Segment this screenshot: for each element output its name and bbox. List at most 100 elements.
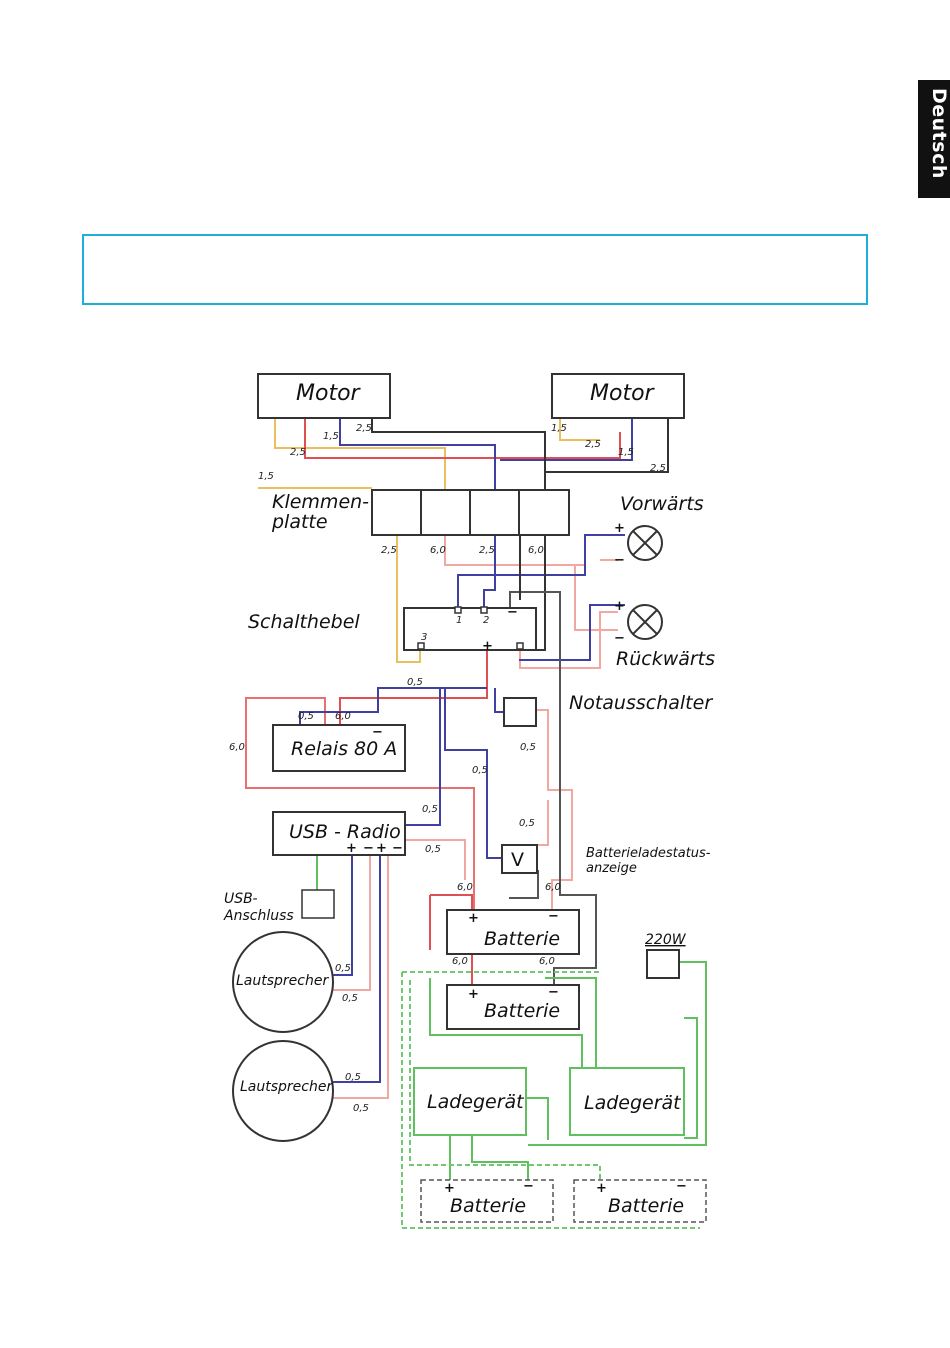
- wire-yellow-3: [396, 535, 421, 663]
- battery-3-label: Batterie: [450, 1195, 526, 1217]
- motor-left-label: Motor: [296, 381, 362, 406]
- wire-yellow-4: [559, 418, 600, 441]
- gauge-label: 1,5: [323, 431, 339, 442]
- battery-3-minus: −: [523, 1179, 534, 1194]
- lever-pin-1: 1: [456, 615, 462, 626]
- radio-plus-2: +: [376, 841, 387, 856]
- lamp-reverse-plus: +: [614, 599, 625, 614]
- wire-blue-9: [494, 688, 505, 713]
- battery-1-minus: −: [548, 909, 559, 924]
- speaker-1-label: Lautsprecher: [236, 973, 329, 989]
- radio-minus-1: −: [363, 841, 374, 856]
- header-box: [82, 234, 868, 305]
- speaker-1: Lautsprecher: [232, 931, 334, 1033]
- wire-green-3: [545, 977, 597, 1068]
- charger-1-label: Ladegerät: [427, 1091, 525, 1113]
- wire-pink-9: [519, 611, 618, 669]
- gauge-label: 0,5: [520, 742, 536, 753]
- battery-indicator: V Batterieladestatus- anzeige: [501, 844, 711, 876]
- wire-pink-8: [538, 800, 549, 846]
- wire-pink-6: [330, 850, 371, 991]
- gauge-label: 2,5: [585, 439, 601, 450]
- power-220w: 220W: [645, 932, 687, 979]
- gauge-label: 2,5: [381, 545, 397, 556]
- wire-blue-8: [444, 688, 502, 859]
- emergency-switch-label: Notausschalter: [569, 692, 713, 714]
- gauge-label: 0,5: [425, 844, 441, 855]
- gauge-label: 2,5: [356, 423, 372, 434]
- wire-green-2: [429, 978, 583, 1068]
- battery-1: Batterie + −: [446, 909, 580, 955]
- charger-2: Ladegerät: [569, 1067, 685, 1136]
- power-220w-label: 220W: [645, 932, 687, 948]
- lamp-forward-plus: +: [614, 521, 625, 536]
- battery-1-label: Batterie: [484, 928, 560, 950]
- gauge-label: 6,0: [452, 956, 468, 967]
- relay-label: Relais 80 A: [291, 738, 397, 760]
- gauge-label: 6,0: [528, 545, 544, 556]
- gauge-label: 6,0: [545, 882, 561, 893]
- emergency-switch: Notausschalter: [503, 692, 713, 727]
- gauge-label: 0,5: [342, 993, 358, 1004]
- relay: Relais 80 A −: [272, 724, 406, 772]
- wire-green-8: [526, 1097, 549, 1140]
- battery-1-plus: +: [468, 911, 479, 926]
- lamp-reverse-minus: −: [614, 631, 625, 646]
- gauge-label: 1,5: [258, 471, 274, 482]
- motor-right: Motor: [551, 373, 685, 419]
- terminal-block-label-2: platte: [271, 511, 328, 533]
- wire-blue-5: [519, 604, 625, 661]
- gauge-label: 1,5: [618, 447, 634, 458]
- battery-3: Batterie + −: [420, 1179, 554, 1223]
- gauge-label: 0,5: [422, 804, 438, 815]
- wire-blue-4: [457, 534, 625, 610]
- gauge-label: 2,5: [290, 447, 306, 458]
- wire-blue-6: [299, 687, 487, 725]
- gauge-label: 0,5: [407, 677, 423, 688]
- lamp-forward-minus: −: [614, 553, 625, 568]
- gauge-label: 0,5: [298, 711, 314, 722]
- lever-minus: −: [507, 605, 518, 620]
- language-tab[interactable]: Deutsch: [918, 80, 950, 198]
- charger-1: Ladegerät: [413, 1067, 527, 1136]
- battery-2: Batterie + −: [446, 984, 580, 1030]
- speaker-2: Lautsprecher: [232, 1040, 334, 1142]
- battery-2-minus: −: [548, 985, 559, 1000]
- gauge-label: 0,5: [472, 765, 488, 776]
- wire-blue-3: [483, 535, 496, 610]
- wire-pink-1: [444, 535, 586, 575]
- motor-right-label: Motor: [590, 381, 656, 406]
- wire-red-1: [304, 418, 621, 459]
- gauge-label: 0,5: [353, 1103, 369, 1114]
- radio-minus-2: −: [392, 841, 403, 856]
- battery-4-minus: −: [676, 1179, 687, 1194]
- battery-4: Batterie + −: [573, 1179, 707, 1223]
- wire-yellow-1: [274, 418, 446, 490]
- radio-plus-1: +: [346, 841, 357, 856]
- usb-radio: USB - Radio + − + −: [272, 811, 406, 856]
- wire-blue-1: [339, 418, 496, 490]
- wire-black-3: [509, 591, 597, 985]
- lever-pin-2: 2: [483, 615, 489, 626]
- lamp-forward: Vorwärts + −: [614, 493, 704, 568]
- gauge-label: 0,5: [335, 963, 351, 974]
- wire-red-3: [245, 697, 475, 910]
- wire-black-1: [371, 418, 546, 651]
- lever-pin-3: 3: [421, 632, 427, 643]
- wire-green-5: [684, 1017, 698, 1139]
- wire-pink-7: [330, 850, 389, 1099]
- gauge-label: 6,0: [539, 956, 555, 967]
- battery-indicator-label-2: anzeige: [586, 861, 637, 876]
- relay-minus: −: [372, 725, 383, 740]
- battery-indicator-label-1: Batterieladestatus-: [586, 846, 711, 861]
- shift-lever: 1 2 3 + − Schalthebel: [248, 605, 537, 654]
- usb-port-label-2: Anschluss: [223, 908, 294, 924]
- battery-4-plus: +: [596, 1181, 607, 1196]
- wire-blue-7: [406, 688, 441, 826]
- wire-black-5: [509, 870, 539, 899]
- dashed-green-loop: [401, 971, 700, 1229]
- speaker-2-label: Lautsprecher: [240, 1079, 333, 1095]
- gauge-label: 6,0: [335, 711, 351, 722]
- charger-2-label: Ladegerät: [584, 1092, 682, 1114]
